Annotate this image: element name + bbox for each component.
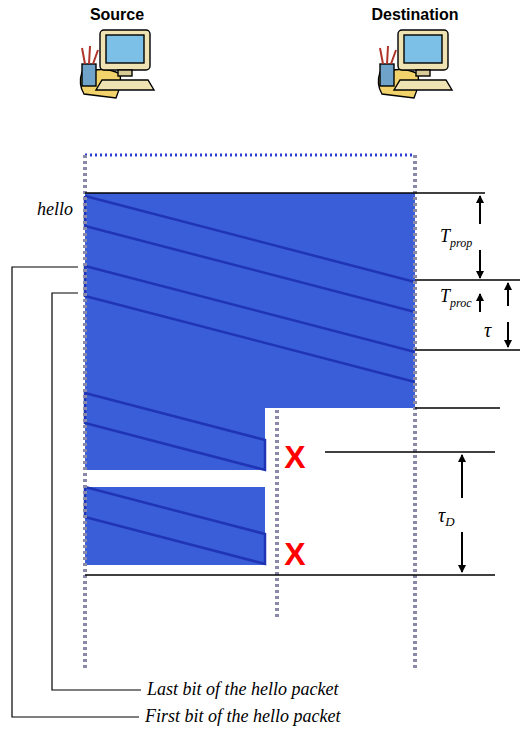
destination-axis	[413, 155, 417, 668]
leader-label: Last bit of the hello packet	[147, 680, 338, 700]
time-symbol: T	[440, 227, 450, 247]
busy-region	[85, 193, 415, 470]
leader-label: First bit of the hello packet	[145, 707, 340, 727]
dimension-arrows	[462, 196, 508, 572]
time-subscript: proc	[450, 297, 472, 310]
computer-icon	[374, 24, 456, 102]
stand	[118, 70, 132, 76]
computer-node: Source	[72, 6, 162, 102]
time-symbol: τ	[438, 504, 445, 526]
time-symbol: τ	[484, 319, 491, 341]
arrow	[461, 532, 463, 572]
packets	[85, 196, 415, 564]
time-axes	[85, 155, 415, 668]
ref-line	[415, 279, 520, 281]
arrow	[507, 322, 509, 347]
arrow	[461, 455, 463, 498]
node-title: Destination	[371, 6, 458, 24]
computer-parts	[80, 30, 154, 98]
screen	[106, 35, 144, 63]
pencils	[380, 46, 396, 64]
computer-node: Destination	[367, 6, 463, 102]
pencil-cup	[380, 64, 394, 86]
ref-line	[415, 349, 520, 351]
pencil-cup	[82, 64, 96, 86]
arrow	[479, 250, 481, 278]
lost-packet	[85, 393, 265, 470]
screen	[404, 35, 442, 63]
monitor	[398, 30, 448, 70]
leader-line	[52, 293, 141, 690]
time-subscript: prop	[450, 237, 472, 250]
ref-line	[415, 407, 500, 409]
ref-line	[325, 451, 495, 453]
packet	[85, 266, 415, 382]
busy-region	[85, 487, 265, 565]
arrow	[479, 196, 481, 224]
link-line	[85, 154, 415, 157]
computer-icon	[76, 24, 158, 102]
packet-label: hello	[37, 200, 73, 220]
computer-parts	[378, 30, 452, 98]
loss-axis	[275, 410, 279, 620]
pencils	[82, 46, 98, 64]
node-title: Source	[90, 6, 144, 24]
reference-lines	[85, 193, 520, 575]
hello-packet	[85, 196, 415, 312]
time-symbol: T	[440, 287, 450, 307]
ref-line	[85, 574, 495, 576]
source-axis	[83, 155, 87, 668]
arrow	[479, 294, 481, 312]
leader-line	[12, 267, 139, 717]
time-subscript: D	[445, 515, 454, 529]
ref-line	[85, 192, 485, 194]
lost-packet	[85, 487, 265, 564]
monitor	[100, 30, 150, 70]
keyboard	[96, 80, 154, 90]
arrow	[507, 283, 509, 306]
stand	[416, 70, 430, 76]
keyboard	[394, 80, 452, 90]
loss-mark: X	[284, 537, 305, 572]
loss-mark: X	[284, 440, 305, 475]
leader-lines	[12, 267, 141, 717]
